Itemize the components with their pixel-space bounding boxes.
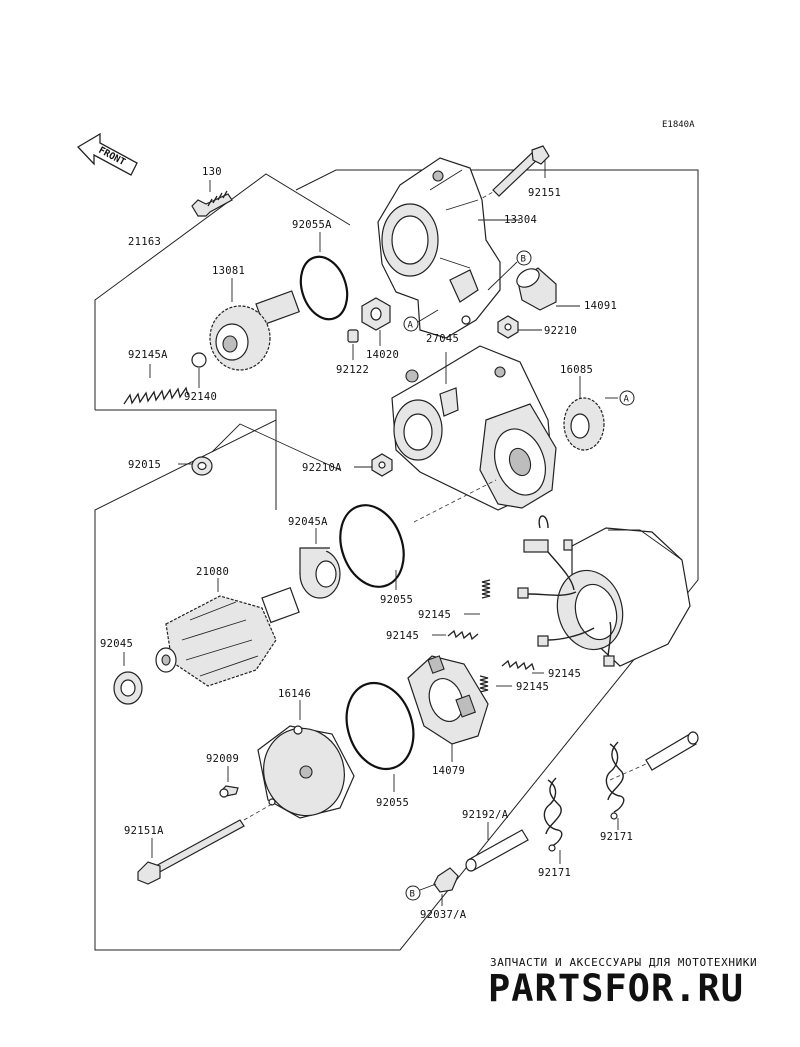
clamp-92171-a [543,777,563,864]
label-13081: 13081 [212,265,245,277]
housing-13304 [377,157,520,339]
nut-92210 [497,315,542,339]
label-92055-upper: 92055 [380,594,413,606]
armature-21080 [155,578,300,687]
ref-a-label-1: A [408,321,414,331]
gear-13081 [209,278,301,371]
label-92145-a: 92145 [418,609,451,621]
o-ring-92055-lower [345,681,415,792]
clamp-92171-b [605,741,625,830]
tube-upper [609,731,699,781]
label-92210A: 92210A [302,462,342,474]
cap-14091 [516,267,580,311]
ref-a-label-2: A [624,395,630,405]
brush-holder-14079 [407,655,489,762]
label-92045: 92045 [100,638,133,650]
spring-92145-d [479,675,512,693]
watermark-logo: PARTSFOR.RU [488,967,744,1010]
nut-92210A [354,453,393,477]
spring-92145-a [464,579,491,615]
label-92151A: 92151A [124,825,164,837]
clutch-14020 [361,297,391,346]
ref-b-marker-2: B [405,883,437,901]
label-92037A: 92037/A [420,909,467,921]
label-14091: 14091 [584,300,617,312]
spring-92145-c [501,659,544,674]
end-cover-16146 [257,700,355,819]
label-92015: 92015 [128,459,161,471]
ref-b-label-1: B [521,255,526,265]
ref-a-marker-1: A [403,309,439,332]
motor-case-27045 [391,345,557,523]
label-92171-b: 92171 [600,831,633,843]
label-92145A: 92145A [128,349,168,361]
label-92140: 92140 [184,391,217,403]
label-92145-d: 92145 [516,681,549,693]
diagram-code: E1840A [662,120,695,130]
spring-92145-b [432,629,479,641]
yoke-assembly [517,515,691,667]
o-ring-92055-upper [339,504,405,590]
ball-92140 [191,352,207,388]
ref-a-marker-2: A [619,390,635,406]
label-92145-c: 92145 [548,668,581,680]
part-labels: 130 92151 13304 21163 92055A 13081 14091… [100,166,633,921]
o-ring-92055A [299,232,349,321]
label-92151: 92151 [528,187,561,199]
label-130: 130 [202,166,222,178]
bearing-92045 [113,652,143,705]
label-21163: 21163 [128,236,161,248]
label-21080: 21080 [196,566,229,578]
label-92171-a: 92171 [538,867,571,879]
label-14020: 14020 [366,349,399,361]
watermark-logo-mid: FOR [604,967,674,1010]
watermark: ЗАПЧАСТИ И АКСЕССУАРЫ ДЛЯ МОТОТЕХНИКИ PA… [488,956,757,1010]
watermark-logo-left: PARTS [488,967,604,1010]
bolt-92151 [439,145,550,223]
bolt-92151A [137,803,273,885]
label-92122: 92122 [336,364,369,376]
watermark-logo-right: .RU [674,967,744,1010]
ref-b-label-2: B [410,890,415,900]
clip-92037A [433,867,459,906]
label-92145-b: 92145 [386,630,419,642]
label-27045: 27045 [426,333,459,345]
screw-92009 [219,766,239,798]
label-92009: 92009 [206,753,239,765]
label-92210: 92210 [544,325,577,337]
label-16146: 16146 [278,688,311,700]
gear-16085 [563,376,618,451]
ref-b-marker-1: B [487,250,532,291]
label-92055-lower: 92055 [376,797,409,809]
label-13304: 13304 [504,214,537,226]
label-92045A: 92045A [288,516,328,528]
label-16085: 16085 [560,364,593,376]
bearing-92045A [299,528,341,599]
tube-92192A [465,822,529,872]
spring-92145A [123,364,189,405]
label-92192A: 92192/A [462,809,509,821]
washer-92015 [178,423,341,476]
label-14079: 14079 [432,765,465,777]
label-92055A: 92055A [292,219,332,231]
watermark-subtitle: ЗАПЧАСТИ И АКСЕССУАРЫ ДЛЯ МОТОТЕХНИКИ [490,956,757,969]
pin-92122 [347,329,359,360]
front-arrow-icon: FRONT [76,132,138,176]
bolt-130 [191,180,233,217]
